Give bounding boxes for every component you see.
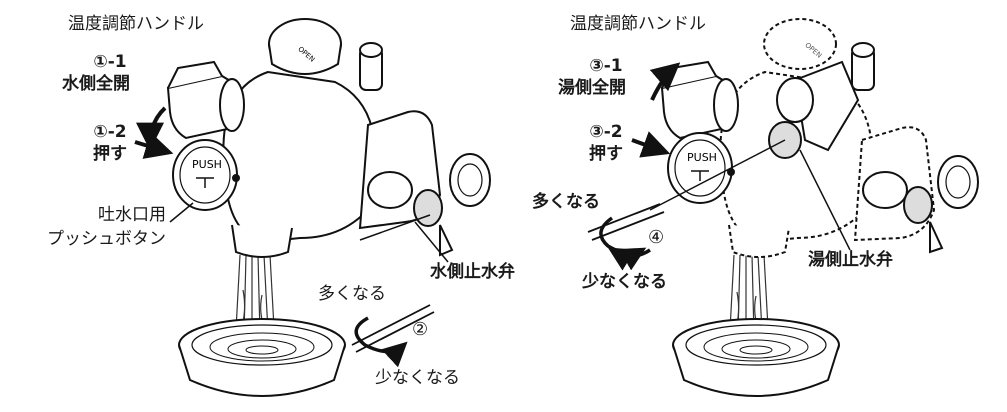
right-push-text: PUSH xyxy=(687,151,717,164)
right-screwdriver xyxy=(587,203,665,241)
right-step2-text: 押す xyxy=(589,144,623,164)
right-step1-arrow xyxy=(649,62,681,101)
right-tool-leader xyxy=(649,139,786,211)
right-less-label: 少なくなる xyxy=(582,272,667,292)
left-stop-valve xyxy=(413,189,443,227)
left-valve-label: 水側止水弁 xyxy=(430,262,515,282)
left-temp-handle-label: 温度調節ハンドル xyxy=(68,14,204,34)
left-button-leader xyxy=(169,202,194,223)
right-push-button xyxy=(667,132,733,204)
left-valve-leader xyxy=(414,221,449,263)
right-open-text: OPEN xyxy=(803,41,823,60)
right-step1-text: 湯側全開 xyxy=(558,78,626,98)
left-water-stream xyxy=(235,254,275,338)
left-step2-arrow xyxy=(134,132,174,159)
left-push-button xyxy=(172,139,238,211)
right-faucet-illustration xyxy=(660,18,979,397)
left-more-label: 多くなる xyxy=(318,284,386,304)
left-less-label: 少なくなる xyxy=(375,368,460,388)
right-step2-arrow xyxy=(631,131,671,158)
right-step1-number: ③-1 xyxy=(589,56,623,76)
right-more-label: 多くなる xyxy=(532,192,600,212)
left-basin xyxy=(178,318,346,397)
left-step1-text: 水側全開 xyxy=(62,74,130,94)
left-push-text: PUSH xyxy=(192,158,222,171)
left-button-label-line2: プッシュボタン xyxy=(47,229,166,249)
left-faucet-body xyxy=(222,70,377,244)
left-step1-number: ①-1 xyxy=(93,52,127,72)
right-rotate-arrow-2 xyxy=(607,247,651,271)
right-basin xyxy=(672,318,840,397)
right-valve-label: 湯側止水弁 xyxy=(808,250,893,270)
left-step-marker: ② xyxy=(412,319,429,340)
right-valve-leader xyxy=(799,149,851,251)
right-step2-number: ③-2 xyxy=(589,122,623,142)
left-step2-number: ①-2 xyxy=(93,122,127,142)
left-faucet-illustration xyxy=(166,18,491,397)
left-step1-arrow xyxy=(136,106,167,151)
right-temp-handle-label: 温度調節ハンドル xyxy=(570,14,706,34)
left-tool-leader xyxy=(359,214,431,241)
left-button-label-line1: 吐水口用 xyxy=(98,205,166,225)
right-step-marker: ④ xyxy=(648,227,665,248)
left-rotate-arrow xyxy=(354,316,408,368)
left-step2-text: 押す xyxy=(93,144,127,164)
